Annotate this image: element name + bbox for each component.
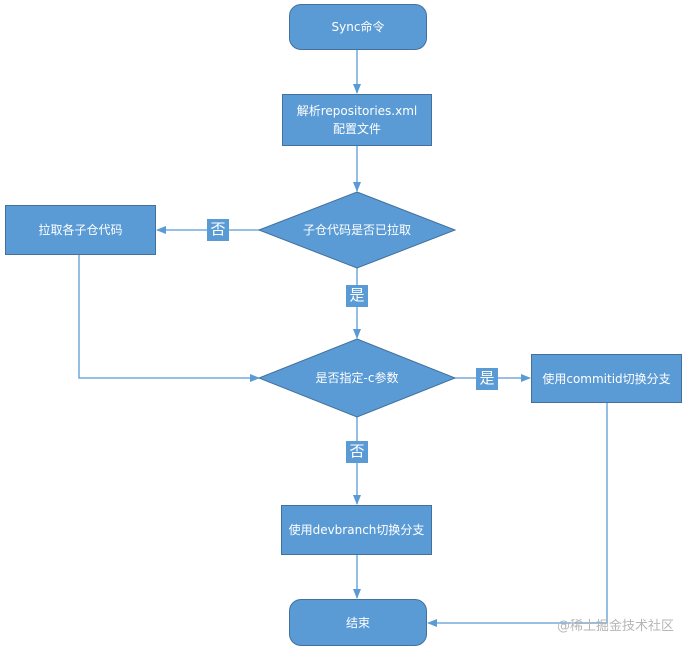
- edge-label-c-yes: 是: [476, 368, 498, 390]
- commitid-node: 使用commitid切换分支: [531, 354, 682, 403]
- decision-check-c-param-shape: [257, 338, 457, 418]
- edge-label-pulled-no: 否: [207, 219, 229, 241]
- start-node-label: Sync命令: [331, 20, 385, 34]
- decision-check-pulled-shape: [257, 191, 457, 269]
- edge-label-pulled-yes: 是: [346, 285, 368, 307]
- check-pulled-label: 子仓代码是否已拉取: [302, 223, 411, 237]
- pull-repos-label: 拉取各子仓代码: [38, 223, 123, 237]
- parse-config-label-line1: 解析repositories.xml: [296, 104, 418, 118]
- end-node: 结束: [289, 599, 427, 646]
- edge-label-c-no: 否: [346, 441, 368, 463]
- edge-commitid-to-end: [427, 403, 608, 627]
- check-c-param-label: 是否指定-c参数: [315, 371, 399, 385]
- parse-config-label-line2: 配置文件: [332, 122, 381, 136]
- start-node: Sync命令: [289, 4, 427, 50]
- watermark-text: @稀土掘金技术社区: [556, 619, 674, 634]
- edge-pull-to-check-c: [78, 255, 260, 382]
- end-node-label: 结束: [345, 615, 370, 630]
- pull-repos-node: 拉取各子仓代码: [5, 205, 156, 255]
- commitid-label: 使用commitid切换分支: [542, 371, 671, 386]
- devbranch-label: 使用devbranch切换分支: [288, 523, 425, 537]
- devbranch-node: 使用devbranch切换分支: [281, 505, 432, 555]
- parse-config-node: 解析repositories.xml 配置文件: [282, 94, 432, 146]
